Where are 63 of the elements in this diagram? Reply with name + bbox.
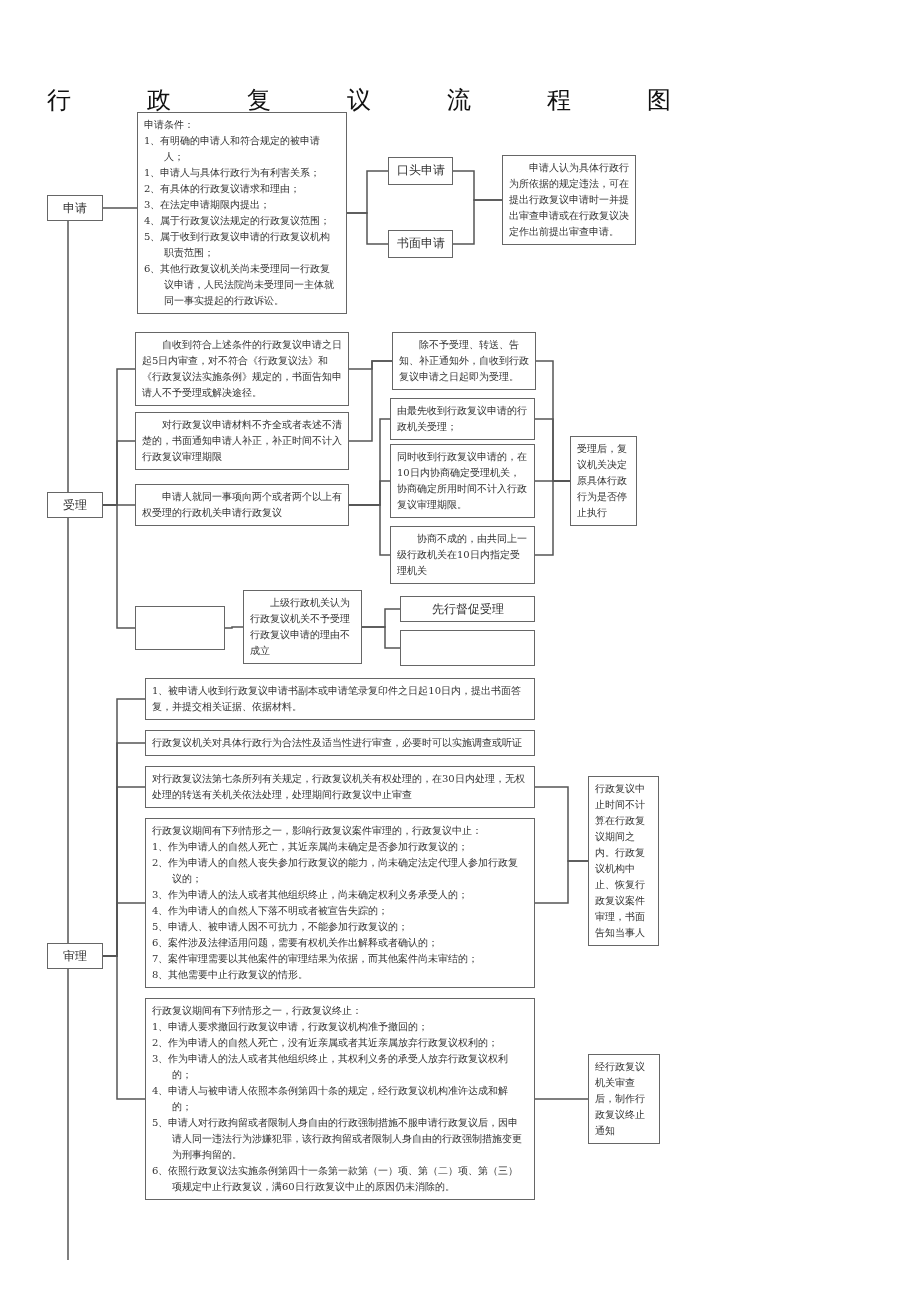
list-item: 6、其他行政复议机关尚未受理同一行政复议申请，人民法院尚未受理同一主体就同一事实提起的行政诉讼。 [144, 262, 335, 308]
title: 行政复议流程图 [47, 85, 747, 116]
connector-line [224, 626, 244, 629]
connector-line [348, 360, 393, 442]
list-item: 3、作为申请人的法人或者其他组织终止，尚未确定权利义务承受人的； [152, 888, 470, 902]
list-item: 4、申请人与被申请人依照本条例第四十条的规定，经行政复议机构准许达成和解的； [152, 1084, 510, 1114]
list-heading: 申请条件： [144, 118, 195, 132]
connector-line [534, 1098, 589, 1100]
step-box: 受理 [47, 492, 103, 518]
empty-box [135, 606, 225, 650]
text-box: 1、被申请人收到行政复议申请书副本或申请笔录复印件之日起10日内，提出书面答复，并提交相关证据、依据材料。 [145, 678, 535, 720]
text-box: 除不予受理、转送、告知、补正通知外，自收到行政复议申请之日起即为受理。 [392, 332, 536, 390]
list-heading: 行政复议期间有下列情形之一，影响行政复议案件审理的，行政复议中止： [152, 824, 483, 838]
text-box: 对行政复议申请材料不齐全或者表述不清楚的，书面通知申请人补正，补正时间不计入行政复议审理期限 [135, 412, 349, 470]
list-item: 4、属于行政复议法规定的行政复议范围； [144, 214, 332, 228]
list-item: 2、作为申请人的自然人死亡，没有近亲属或者其近亲属放弃行政复议权利的； [152, 1036, 500, 1050]
list-heading: 行政复议期间有下列情形之一，行政复议终止： [152, 1004, 363, 1018]
text-box: 申请人认为具体行政行为所依据的规定违法，可在提出行政复议申请时一并提出审查申请或在行政复议决定作出前提出审查申请。 [502, 155, 636, 245]
connector-line [348, 504, 391, 556]
list-item: 5、申请人、被申请人因不可抗力，不能参加行政复议的； [152, 920, 410, 934]
step-box: 口头申请 [388, 157, 453, 185]
list-item: 2、有具体的行政复议请求和理由； [144, 182, 302, 196]
list-item: 5、属于收到行政复议申请的行政复议机构职责范围； [144, 230, 332, 260]
text-box: 同时收到行政复议申请的，在10日内协商确定受理机关，协商确定所用时间不计入行政复议审理期限。 [390, 444, 535, 518]
step-box: 申请 [47, 195, 103, 221]
list-box [145, 998, 535, 1200]
list-item: 2、作为申请人的自然人丧失参加行政复议的能力，尚未确定法定代理人参加行政复议的； [152, 856, 520, 886]
text-box: 受理后，复议机关决定原具体行政行为是否停止执行 [570, 436, 637, 526]
list-item: 8、其他需要中止行政复议的情形。 [152, 968, 310, 982]
connector-line [67, 220, 69, 493]
text-box: 上级行政机关认为行政复议机关不予受理行政复议申请的理由不成立 [243, 590, 362, 664]
text-box: 自收到符合上述条件的行政复议申请之日起5日内审查，对不符合《行政复议法》和《行政复议法实施条例》规定的，书面告知申请人不予受理或解决途径。 [135, 332, 349, 406]
connector-line [534, 480, 571, 556]
connector-line [67, 517, 69, 944]
connector-line [452, 199, 503, 245]
list-item: 3、作为申请人的法人或者其他组织终止，其权利义务的承受人放弃行政复议权利的； [152, 1052, 510, 1082]
text-box: 行政复议机关对具体行政行为合法性及适当性进行审查，必要时可以实施调查或听证 [145, 730, 535, 756]
list-item: 5、申请人对行政拘留或者限制人身自由的行政强制措施不服申请行政复议后，因申请人同一违法行为涉嫌犯罪，该行政拘留或者限制人身自由的行政强制措施变更为刑事拘留的。 [152, 1116, 523, 1162]
step-box: 审理 [47, 943, 103, 969]
connector-line [346, 212, 389, 245]
list-item: 1、有明确的申请人和符合规定的被申请人； [144, 134, 322, 164]
list-item: 3、在法定申请期限内提出； [144, 198, 272, 212]
list-item: 1、申请人要求撤回行政复议申请，行政复议机构准予撤回的； [152, 1020, 430, 1034]
text-box: 对行政复议法第七条所列有关规定，行政复议机关有权处理的，在30日内处理，无权处理的转送有关机关依法处理，处理期间行政复议中止审查 [145, 766, 535, 808]
step-box: 书面申请 [388, 230, 453, 258]
step-box: 先行督促受理 [400, 596, 535, 622]
list-item: 6、依照行政复议法实施条例第四十一条第一款第（一）项、第（二）项、第（三）项规定中止行政复议，满60日行政复议中止的原因仍未消除的。 [152, 1164, 520, 1194]
connector-line [102, 207, 138, 209]
text-box: 经行政复议机关审查后，制作行政复议终止通知 [588, 1054, 660, 1144]
text-box: 申请人就同一事项向两个或者两个以上有权受理的行政机关申请行政复议 [135, 484, 349, 526]
list-item: 7、案件审理需要以其他案件的审理结果为依据，而其他案件尚未审结的； [152, 952, 480, 966]
empty-box [400, 630, 535, 666]
list-item: 4、作为申请人的自然人下落不明或者被宣告失踪的； [152, 904, 390, 918]
connector-line [361, 626, 401, 649]
list-item: 1、申请人与具体行政行为有利害关系； [144, 166, 322, 180]
list-box [137, 112, 347, 314]
text-box: 行政复议中止时间不计算在行政复议期间之内。行政复议机构中止、恢复行政复议案件审理，书面告知当事人 [588, 776, 659, 946]
list-item: 1、作为申请人的自然人死亡，其近亲属尚未确定是否参加行政复议的； [152, 840, 470, 854]
text-box: 协商不成的，由共同上一级行政机关在10日内指定受理机关 [390, 526, 535, 584]
list-box [145, 818, 535, 988]
list-item: 6、案件涉及法律适用问题，需要有权机关作出解释或者确认的； [152, 936, 440, 950]
text-box: 由最先收到行政复议申请的行政机关受理； [390, 398, 535, 440]
connector-line [534, 860, 589, 904]
